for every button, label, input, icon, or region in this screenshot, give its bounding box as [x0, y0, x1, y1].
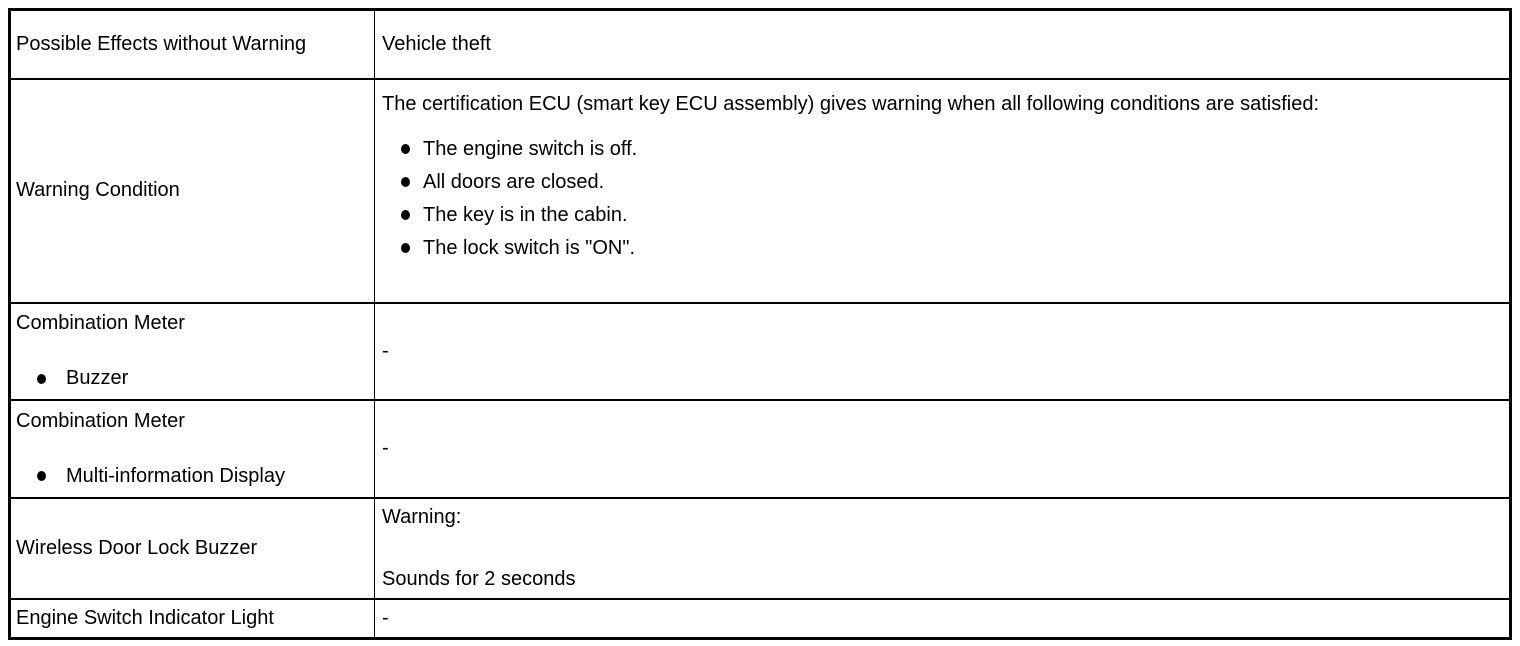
- label-bullet-line: Multi-information Display: [37, 462, 360, 491]
- table-row: Engine Switch Indicator Light -: [9, 597, 1511, 640]
- table-row: Possible Effects without Warning Vehicle…: [9, 8, 1511, 80]
- warning-spec-table: Possible Effects without Warning Vehicle…: [8, 8, 1512, 640]
- bullet-icon: [37, 471, 66, 481]
- bullet-icon: [401, 243, 423, 253]
- warning-condition-list: The engine switch is off. All doors are …: [401, 135, 1499, 263]
- row-value-combination-meter-display: -: [374, 398, 1511, 499]
- row-value-engine-switch-indicator: -: [374, 597, 1511, 640]
- value-line-1: Warning:: [382, 505, 462, 528]
- row-label-combination-meter-buzzer: Combination Meter Buzzer: [9, 301, 375, 401]
- list-item: The lock switch is "ON".: [401, 234, 1499, 263]
- value-line-2: Sounds for 2 seconds: [382, 567, 576, 590]
- table-row: Warning Condition The certification ECU …: [9, 77, 1511, 304]
- row-label-engine-switch-indicator: Engine Switch Indicator Light: [9, 597, 375, 640]
- row-label-possible-effects: Possible Effects without Warning: [9, 8, 375, 80]
- table-row: Combination Meter Buzzer -: [9, 301, 1511, 401]
- row-label-warning-condition: Warning Condition: [9, 77, 375, 304]
- list-item: All doors are closed.: [401, 168, 1499, 197]
- warning-condition-intro: The certification ECU (smart key ECU ass…: [382, 92, 1320, 115]
- bullet-icon: [401, 210, 423, 220]
- list-item: The key is in the cabin.: [401, 201, 1499, 230]
- bullet-icon: [401, 144, 423, 154]
- label-title: Combination Meter: [16, 312, 185, 334]
- row-value-wireless-door-lock-buzzer: Warning: Sounds for 2 seconds: [374, 496, 1511, 600]
- row-value-combination-meter-buzzer: -: [374, 301, 1511, 401]
- label-title: Combination Meter: [16, 409, 185, 432]
- bullet-icon: [401, 177, 423, 187]
- bullet-icon: [37, 373, 66, 384]
- table-row: Wireless Door Lock Buzzer Warning: Sound…: [9, 496, 1511, 600]
- list-item-text: The engine switch is off.: [423, 137, 638, 160]
- label-bullet-text: Buzzer: [66, 367, 129, 389]
- list-item-text: The lock switch is "ON".: [423, 236, 636, 259]
- label-bullet-line: Buzzer: [37, 364, 360, 393]
- list-item-text: The key is in the cabin.: [423, 203, 628, 226]
- row-value-warning-condition: The certification ECU (smart key ECU ass…: [374, 77, 1511, 304]
- list-item-text: All doors are closed.: [423, 170, 605, 193]
- row-label-combination-meter-display: Combination Meter Multi-information Disp…: [9, 398, 375, 499]
- table-row: Combination Meter Multi-information Disp…: [9, 398, 1511, 499]
- row-value-possible-effects: Vehicle theft: [374, 8, 1511, 80]
- label-bullet-text: Multi-information Display: [66, 464, 285, 487]
- list-item: The engine switch is off.: [401, 135, 1499, 164]
- row-label-wireless-door-lock-buzzer: Wireless Door Lock Buzzer: [9, 496, 375, 600]
